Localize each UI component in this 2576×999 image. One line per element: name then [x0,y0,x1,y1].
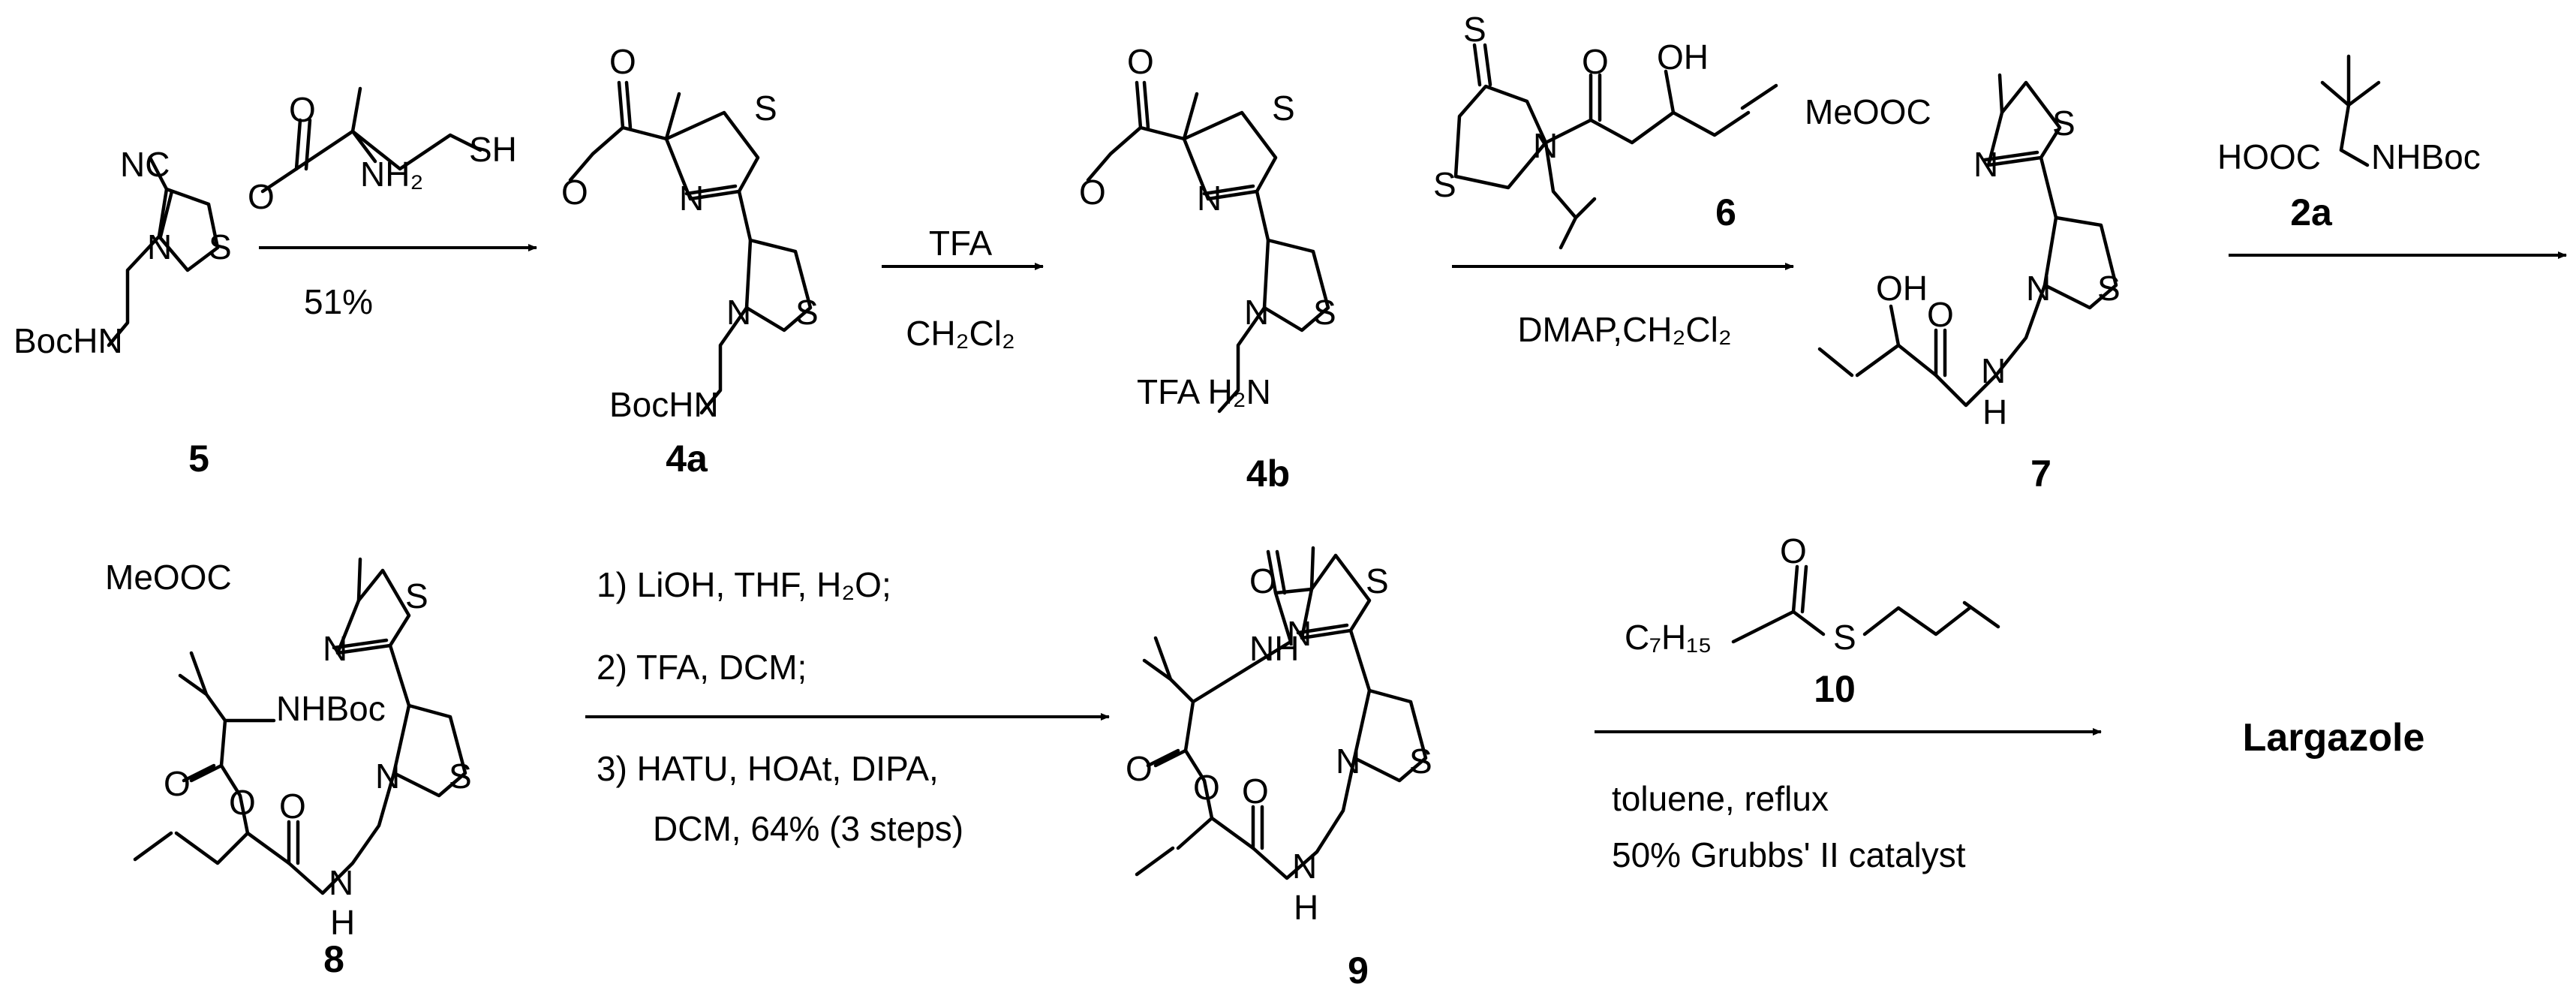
7-hydroxyl: OH [1876,269,1928,308]
8-amide-o: O [279,787,306,826]
8-meooc: MeOOC [105,558,232,597]
cyano-label: NC [120,145,170,184]
9-amide-h: H [1294,888,1318,927]
compound-2a-label: 2a [2290,191,2333,233]
8-amide-h: H [330,903,355,942]
bochn-label: BocHN [14,321,123,360]
compound-5-structure: NC N S BocHN [14,145,232,360]
9-amide-o: O [1242,772,1269,811]
product-largazole: Largazole [2243,716,2425,760]
compound-8-structure: MeOOC S N NHBoc N S O O O N H [105,557,472,942]
step5-line4: DCM, 64% (3 steps) [653,809,963,848]
compound-10-label: 10 [1814,668,1856,710]
8-thiazoline-n: N [323,629,347,668]
7-amide-o: O [1927,295,1954,334]
9-thiazoline-n: N [1287,614,1312,653]
compound-4b-label: 4b [1246,453,1290,495]
9-lactam-o: O [1249,561,1276,600]
6-ring-n: N [1533,126,1558,165]
compound-4a-structure: O O S N N S BocHN [561,42,819,424]
4a-ester-o: O [561,173,588,212]
9-thiazole-n: N [1336,742,1360,781]
9-nh: NH [1249,629,1299,668]
compound-7-structure: MeOOC S N N S OH O N H [1805,73,2121,432]
compound-2a-structure: HOOC NHBoc [2217,54,2481,176]
2a-hooc: HOOC [2217,137,2321,176]
thiol-label: SH [469,130,517,169]
4a-bochn: BocHN [609,385,719,424]
6-ring-s: S [1433,165,1456,204]
7-amide-n: N [1981,351,2006,390]
4b-thiazoline-n: N [1197,179,1222,218]
7-thiazole-s: S [2097,269,2121,308]
thiazole-s-label: S [209,227,232,266]
step5-line1: 1) LiOH, THF, H₂O; [597,565,891,604]
8-thiazole-s: S [449,757,472,796]
compound-7-label: 7 [2030,453,2051,495]
step5-line2: 2) TFA, DCM; [597,648,807,687]
9-carbonyl-o: O [1126,749,1153,788]
4b-thiazole-s: S [1313,293,1336,332]
step2-reagent: TFA [929,224,993,263]
thiazole-n-label: N [147,227,172,266]
step6-line2: 50% Grubbs' II catalyst [1612,835,1966,874]
6-hydroxyl: OH [1657,38,1709,77]
4b-ester-o: O [1079,173,1106,212]
step1-yield: 51% [304,282,373,321]
compound-5-label: 5 [188,438,209,480]
4a-thiazoline-n: N [679,179,704,218]
ester-o-label: O [248,177,275,216]
compound-9-structure: O S N NH N S O O O N H [1126,546,1432,927]
8-thiazoline-s: S [405,576,428,615]
4b-carbonyl-o: O [1127,42,1154,81]
8-ester-o: O [229,783,256,822]
step5-line3: 3) HATU, HOAt, DIPA, [597,749,939,788]
compound-6-label: 6 [1715,191,1736,233]
step3-conditions: DMAP,CH₂Cl₂ [1517,310,1731,349]
9-thiazoline-s: S [1366,561,1389,600]
compound-9-label: 9 [1348,949,1369,991]
8-nhboc: NHBoc [276,689,386,728]
7-meooc: MeOOC [1805,92,1931,131]
2a-nhboc: NHBoc [2371,137,2481,176]
compound-6-structure: S S N O OH [1433,10,1778,250]
4a-carbonyl-o: O [609,42,636,81]
step6-line1: toluene, reflux [1612,779,1829,818]
9-thiazole-s: S [1409,742,1432,781]
4a-thiazole-n: N [726,293,751,332]
compound-8-label: 8 [323,938,344,980]
10-thioester-s: S [1833,618,1856,657]
7-thiazole-n: N [2026,269,2051,308]
compound-4a-label: 4a [666,438,708,480]
8-thiazole-n: N [375,757,400,796]
7-thiazoline-n: N [1973,145,1998,184]
7-thiazoline-s: S [2052,104,2076,143]
6-thione-s: S [1463,10,1486,49]
8-amide-n: N [329,863,353,902]
carbonyl-o-label: O [289,90,316,129]
4a-thiazole-s: S [795,293,819,332]
9-amide-n: N [1292,847,1317,886]
9-ester-o: O [1193,768,1220,807]
4a-thiazoline-s: S [754,89,777,128]
compound-10-structure: C₇H₁₅ O S [1625,531,2000,657]
cysteine-ester-structure: O O SH NH₂ [248,86,517,216]
4b-thiazole-n: N [1244,293,1269,332]
4b-tfa-amine: TFA H₂N [1137,372,1271,411]
10-heptyl: C₇H₁₅ [1625,618,1712,657]
amine-label: NH₂ [360,155,423,194]
8-carbonyl-o: O [164,764,191,803]
10-carbonyl-o: O [1780,531,1807,570]
6-carbonyl-o: O [1582,42,1609,81]
step2-solvent: CH₂Cl₂ [906,314,1015,353]
4b-thiazoline-s: S [1272,89,1295,128]
7-amide-h: H [1982,393,2007,432]
compound-4b-structure: O O S N N S TFA H₂N [1079,42,1336,414]
